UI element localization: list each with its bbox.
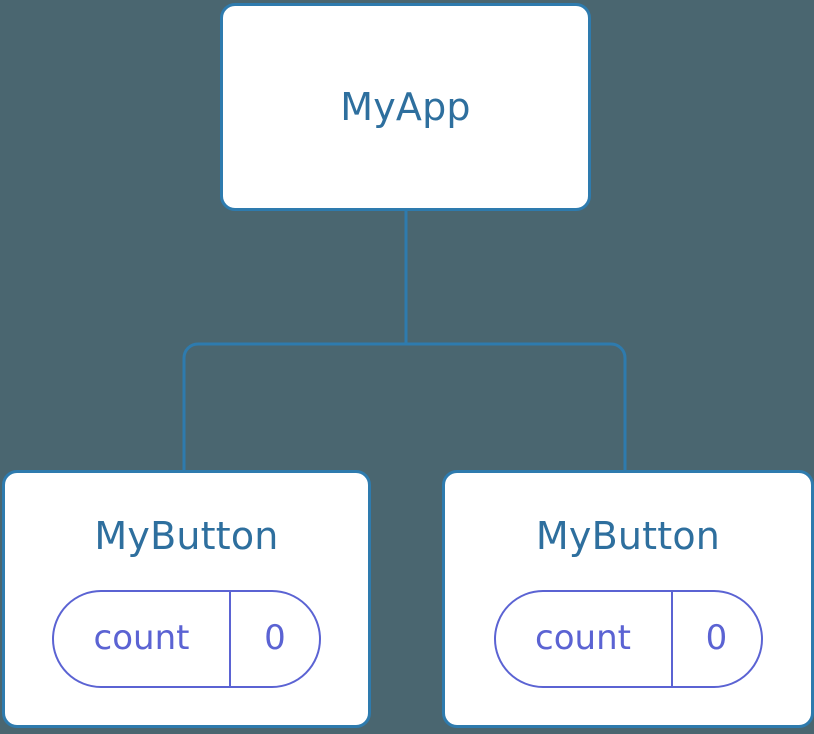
state-value: 0 (670, 592, 761, 686)
node-mybutton-1[interactable]: MyButton count 0 (442, 470, 814, 728)
node-title: MyButton (535, 514, 721, 558)
node-title: MyApp (340, 85, 471, 129)
node-myapp[interactable]: MyApp (220, 3, 591, 211)
node-mybutton-0[interactable]: MyButton count 0 (2, 470, 371, 728)
state-value: 0 (229, 592, 319, 686)
connector-root-to-children (182, 210, 627, 470)
node-title: MyButton (94, 514, 279, 558)
state-pill-count[interactable]: count 0 (493, 590, 763, 688)
state-key: count (535, 618, 631, 658)
state-key: count (93, 618, 190, 658)
state-pill-count[interactable]: count 0 (52, 590, 321, 688)
